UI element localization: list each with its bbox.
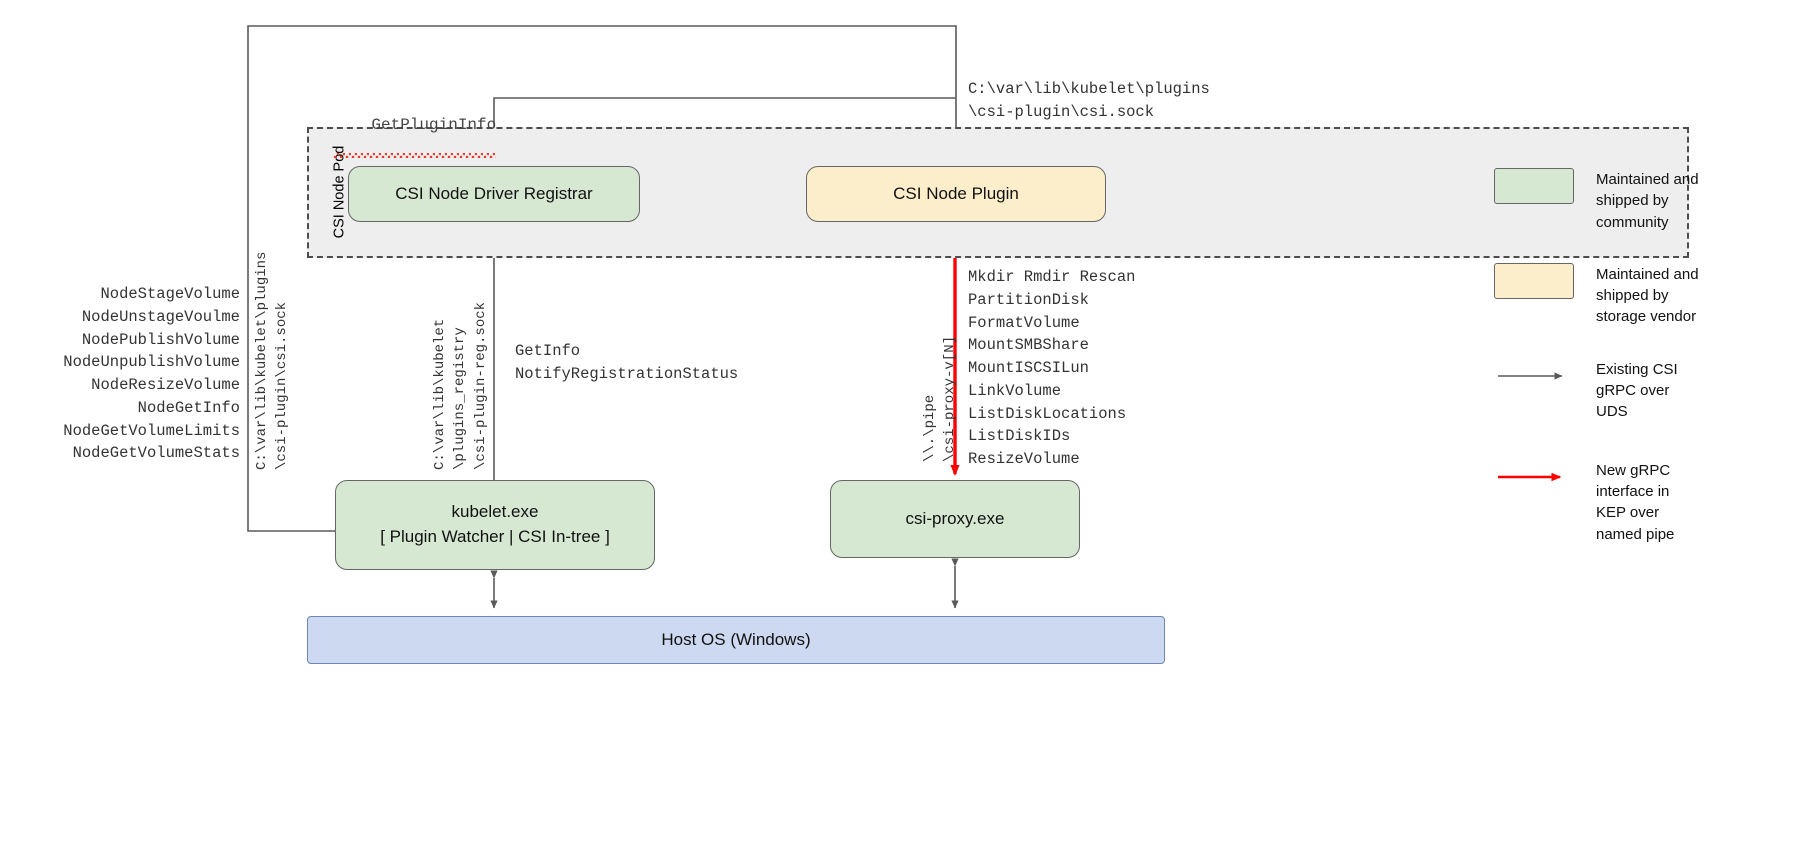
kubelet-exe-sublabel: [ Plugin Watcher | CSI In-tree ] (380, 527, 610, 546)
legend-grey-arrow-icon (1494, 358, 1574, 394)
registration-rpc-list: GetInfo NotifyRegistrationStatus (515, 342, 739, 383)
csi-plugin-socket-path-annotation: C:\var\lib\kubelet\plugins \csi-plugin\c… (968, 80, 1210, 121)
get-plugin-info-annotation: GetPluginInfo (333, 98, 497, 194)
legend-label-vendor: Maintained and shipped by storage vendor (1596, 265, 1699, 326)
kubelet-registry-socket-path-label: C:\var\lib\kubelet \plugins_registry \cs… (432, 301, 489, 470)
get-plugin-info-label: GetPluginInfo (371, 116, 497, 134)
csi-proxy-exe-box[interactable]: csi-proxy.exe (830, 480, 1080, 558)
legend-item-vendor: Maintained and shipped by storage vendor (1494, 262, 1804, 328)
csi-node-driver-registrar-label: CSI Node Driver Registrar (395, 183, 593, 203)
kubelet-exe-box[interactable]: kubelet.exe [ Plugin Watcher | CSI In-tr… (335, 480, 655, 570)
host-os-label: Host OS (Windows) (661, 630, 811, 649)
legend-label-community: Maintained and shipped by community (1596, 171, 1699, 231)
host-os-box[interactable]: Host OS (Windows) (307, 616, 1165, 664)
csi-node-plugin-label: CSI Node Plugin (893, 183, 1019, 203)
legend: Maintained and shipped by community Main… (1494, 168, 1804, 575)
csi-node-driver-registrar-box[interactable]: CSI Node Driver Registrar (348, 166, 640, 222)
kubelet-exe-label: kubelet.exe (451, 502, 539, 522)
legend-label-new-grpc: New gRPC interface in KEP over named pip… (1596, 461, 1675, 543)
legend-item-community: Maintained and shipped by community (1494, 168, 1804, 233)
legend-swatch-green-icon (1494, 168, 1574, 204)
csi-proxy-exe-label: csi-proxy.exe (905, 508, 1005, 528)
csi-proxy-named-pipe-label: \\.\pipe \csi-proxy-v[N] (922, 335, 959, 462)
legend-swatch-yellow-icon (1494, 262, 1574, 299)
node-service-rpc-list: NodeStageVolume NodeUnstageVoulme NodePu… (63, 285, 240, 463)
legend-item-new-grpc: New gRPC interface in KEP over named pip… (1494, 459, 1804, 545)
csi-node-plugin-box[interactable]: CSI Node Plugin (806, 166, 1106, 222)
spellcheck-squiggle-underline (333, 153, 497, 158)
legend-label-existing-csi: Existing CSI gRPC over UDS (1596, 360, 1678, 421)
csi-proxy-api-list: Mkdir Rmdir Rescan PartitionDisk FormatV… (968, 268, 1136, 469)
legend-red-arrow-icon (1494, 459, 1574, 495)
kubelet-csi-socket-path-label: C:\var\lib\kubelet\plugins \csi-plugin\c… (254, 251, 291, 470)
legend-item-existing-csi: Existing CSI gRPC over UDS (1494, 358, 1804, 423)
